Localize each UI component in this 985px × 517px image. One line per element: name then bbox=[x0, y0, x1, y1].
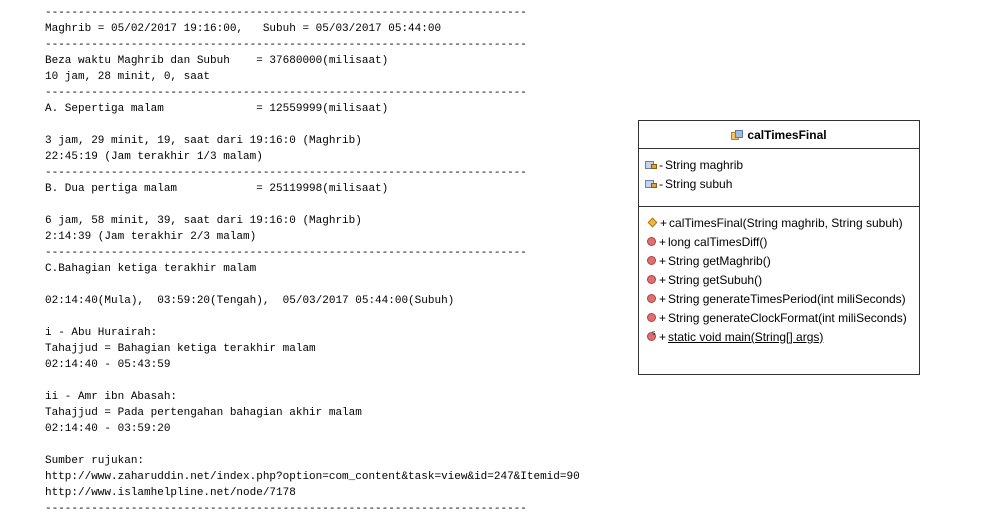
public-method-icon bbox=[647, 256, 656, 265]
section-c-title: C.Bahagian ketiga terakhir malam bbox=[45, 263, 257, 275]
separator-line: ----------------------------------------… bbox=[45, 247, 527, 259]
method-label: String getMaghrib() bbox=[668, 253, 771, 268]
blank-line bbox=[45, 309, 635, 325]
static-method-icon: s bbox=[647, 329, 656, 341]
method-label: long calTimesDiff() bbox=[668, 234, 768, 249]
section-b-title: B. Dua pertiga malam = 25119998(milisaat… bbox=[45, 183, 389, 195]
hadith-ii-desc: Tahajjud = Pada pertengahan bahagian akh… bbox=[45, 407, 362, 419]
hadith-ii-range: 02:14:40 - 03:59:20 bbox=[45, 423, 171, 435]
method-label: String generateTimesPeriod(int miliSecon… bbox=[668, 291, 906, 306]
field-row[interactable]: - String maghrib bbox=[645, 155, 919, 174]
source-url-2: http://www.islamhelpline.net/node/7178 bbox=[45, 487, 296, 499]
visibility-marker: + bbox=[660, 215, 668, 230]
blank-line bbox=[45, 197, 635, 213]
method-label: static void main(String[] args) bbox=[668, 329, 824, 344]
hadith-ii-title: ii - Amr ibn Abasah: bbox=[45, 391, 178, 403]
blank-line bbox=[45, 277, 635, 293]
uml-methods-section: + calTimesFinal(String maghrib, String s… bbox=[639, 207, 919, 346]
section-c-times: 02:14:40(Mula), 03:59:20(Tengah), 05/03/… bbox=[45, 295, 455, 307]
method-row[interactable]: + long calTimesDiff() bbox=[647, 232, 919, 251]
visibility-marker: + bbox=[659, 272, 667, 287]
maghrib-subuh-line: Maghrib = 05/02/2017 19:16:00, Subuh = 0… bbox=[45, 23, 442, 35]
method-row[interactable]: + String getMaghrib() bbox=[647, 251, 919, 270]
blank-line bbox=[45, 373, 635, 389]
uml-class-box[interactable]: calTimesFinal - String maghrib - String … bbox=[638, 120, 920, 375]
field-label: String subuh bbox=[665, 176, 733, 191]
section-b-end: 2:14:39 (Jam terakhir 2/3 malam) bbox=[45, 231, 257, 243]
section-a-duration: 3 jam, 29 minit, 19, saat dari 19:16:0 (… bbox=[45, 135, 362, 147]
public-method-icon bbox=[647, 294, 656, 303]
separator-line: ----------------------------------------… bbox=[45, 87, 527, 99]
hadith-i-title: i - Abu Hurairah: bbox=[45, 327, 158, 339]
method-label: String generateClockFormat(int miliSecon… bbox=[668, 310, 907, 325]
visibility-marker: + bbox=[659, 329, 667, 344]
constructor-icon bbox=[647, 217, 658, 228]
method-row[interactable]: + String generateClockFormat(int miliSec… bbox=[647, 308, 919, 327]
method-label: calTimesFinal(String maghrib, String sub… bbox=[669, 215, 903, 230]
method-row[interactable]: s + static void main(String[] args) bbox=[647, 327, 919, 346]
uml-class-header: calTimesFinal bbox=[639, 121, 919, 149]
hadith-i-desc: Tahajjud = Bahagian ketiga terakhir mala… bbox=[45, 343, 316, 355]
private-field-icon bbox=[645, 179, 657, 189]
class-icon bbox=[731, 129, 744, 140]
separator-line: ----------------------------------------… bbox=[45, 39, 527, 51]
section-a-title: A. Sepertiga malam = 12559999(milisaat) bbox=[45, 103, 389, 115]
console-output: ----------------------------------------… bbox=[45, 5, 635, 517]
visibility-marker: + bbox=[659, 234, 667, 249]
visibility-marker: - bbox=[659, 157, 663, 172]
separator-line: ----------------------------------------… bbox=[45, 167, 527, 179]
visibility-marker: - bbox=[659, 176, 663, 191]
visibility-marker: + bbox=[659, 253, 667, 268]
sources-label: Sumber rujukan: bbox=[45, 455, 145, 467]
class-name: calTimesFinal bbox=[747, 127, 827, 142]
method-row[interactable]: + String getSubuh() bbox=[647, 270, 919, 289]
visibility-marker: + bbox=[659, 310, 667, 325]
beza-line: Beza waktu Maghrib dan Subuh = 37680000(… bbox=[45, 55, 389, 67]
method-label: String getSubuh() bbox=[668, 272, 763, 287]
method-row[interactable]: + calTimesFinal(String maghrib, String s… bbox=[647, 213, 919, 232]
public-method-icon bbox=[647, 313, 656, 322]
separator-line: ----------------------------------------… bbox=[45, 503, 527, 515]
private-field-icon bbox=[645, 160, 657, 170]
field-label: String maghrib bbox=[665, 157, 744, 172]
public-method-icon bbox=[647, 275, 656, 284]
blank-line bbox=[45, 437, 635, 453]
source-url-1: http://www.zaharuddin.net/index.php?opti… bbox=[45, 471, 580, 483]
section-a-end: 22:45:19 (Jam terakhir 1/3 malam) bbox=[45, 151, 263, 163]
blank-line bbox=[45, 117, 635, 133]
visibility-marker: + bbox=[659, 291, 667, 306]
beza-hms-line: 10 jam, 28 minit, 0, saat bbox=[45, 71, 211, 83]
uml-fields-section: - String maghrib - String subuh bbox=[639, 149, 919, 207]
method-row[interactable]: + String generateTimesPeriod(int miliSec… bbox=[647, 289, 919, 308]
public-method-icon bbox=[647, 237, 656, 246]
separator-line: ----------------------------------------… bbox=[45, 7, 527, 19]
section-b-duration: 6 jam, 58 minit, 39, saat dari 19:16:0 (… bbox=[45, 215, 362, 227]
field-row[interactable]: - String subuh bbox=[645, 174, 919, 193]
hadith-i-range: 02:14:40 - 05:43:59 bbox=[45, 359, 171, 371]
